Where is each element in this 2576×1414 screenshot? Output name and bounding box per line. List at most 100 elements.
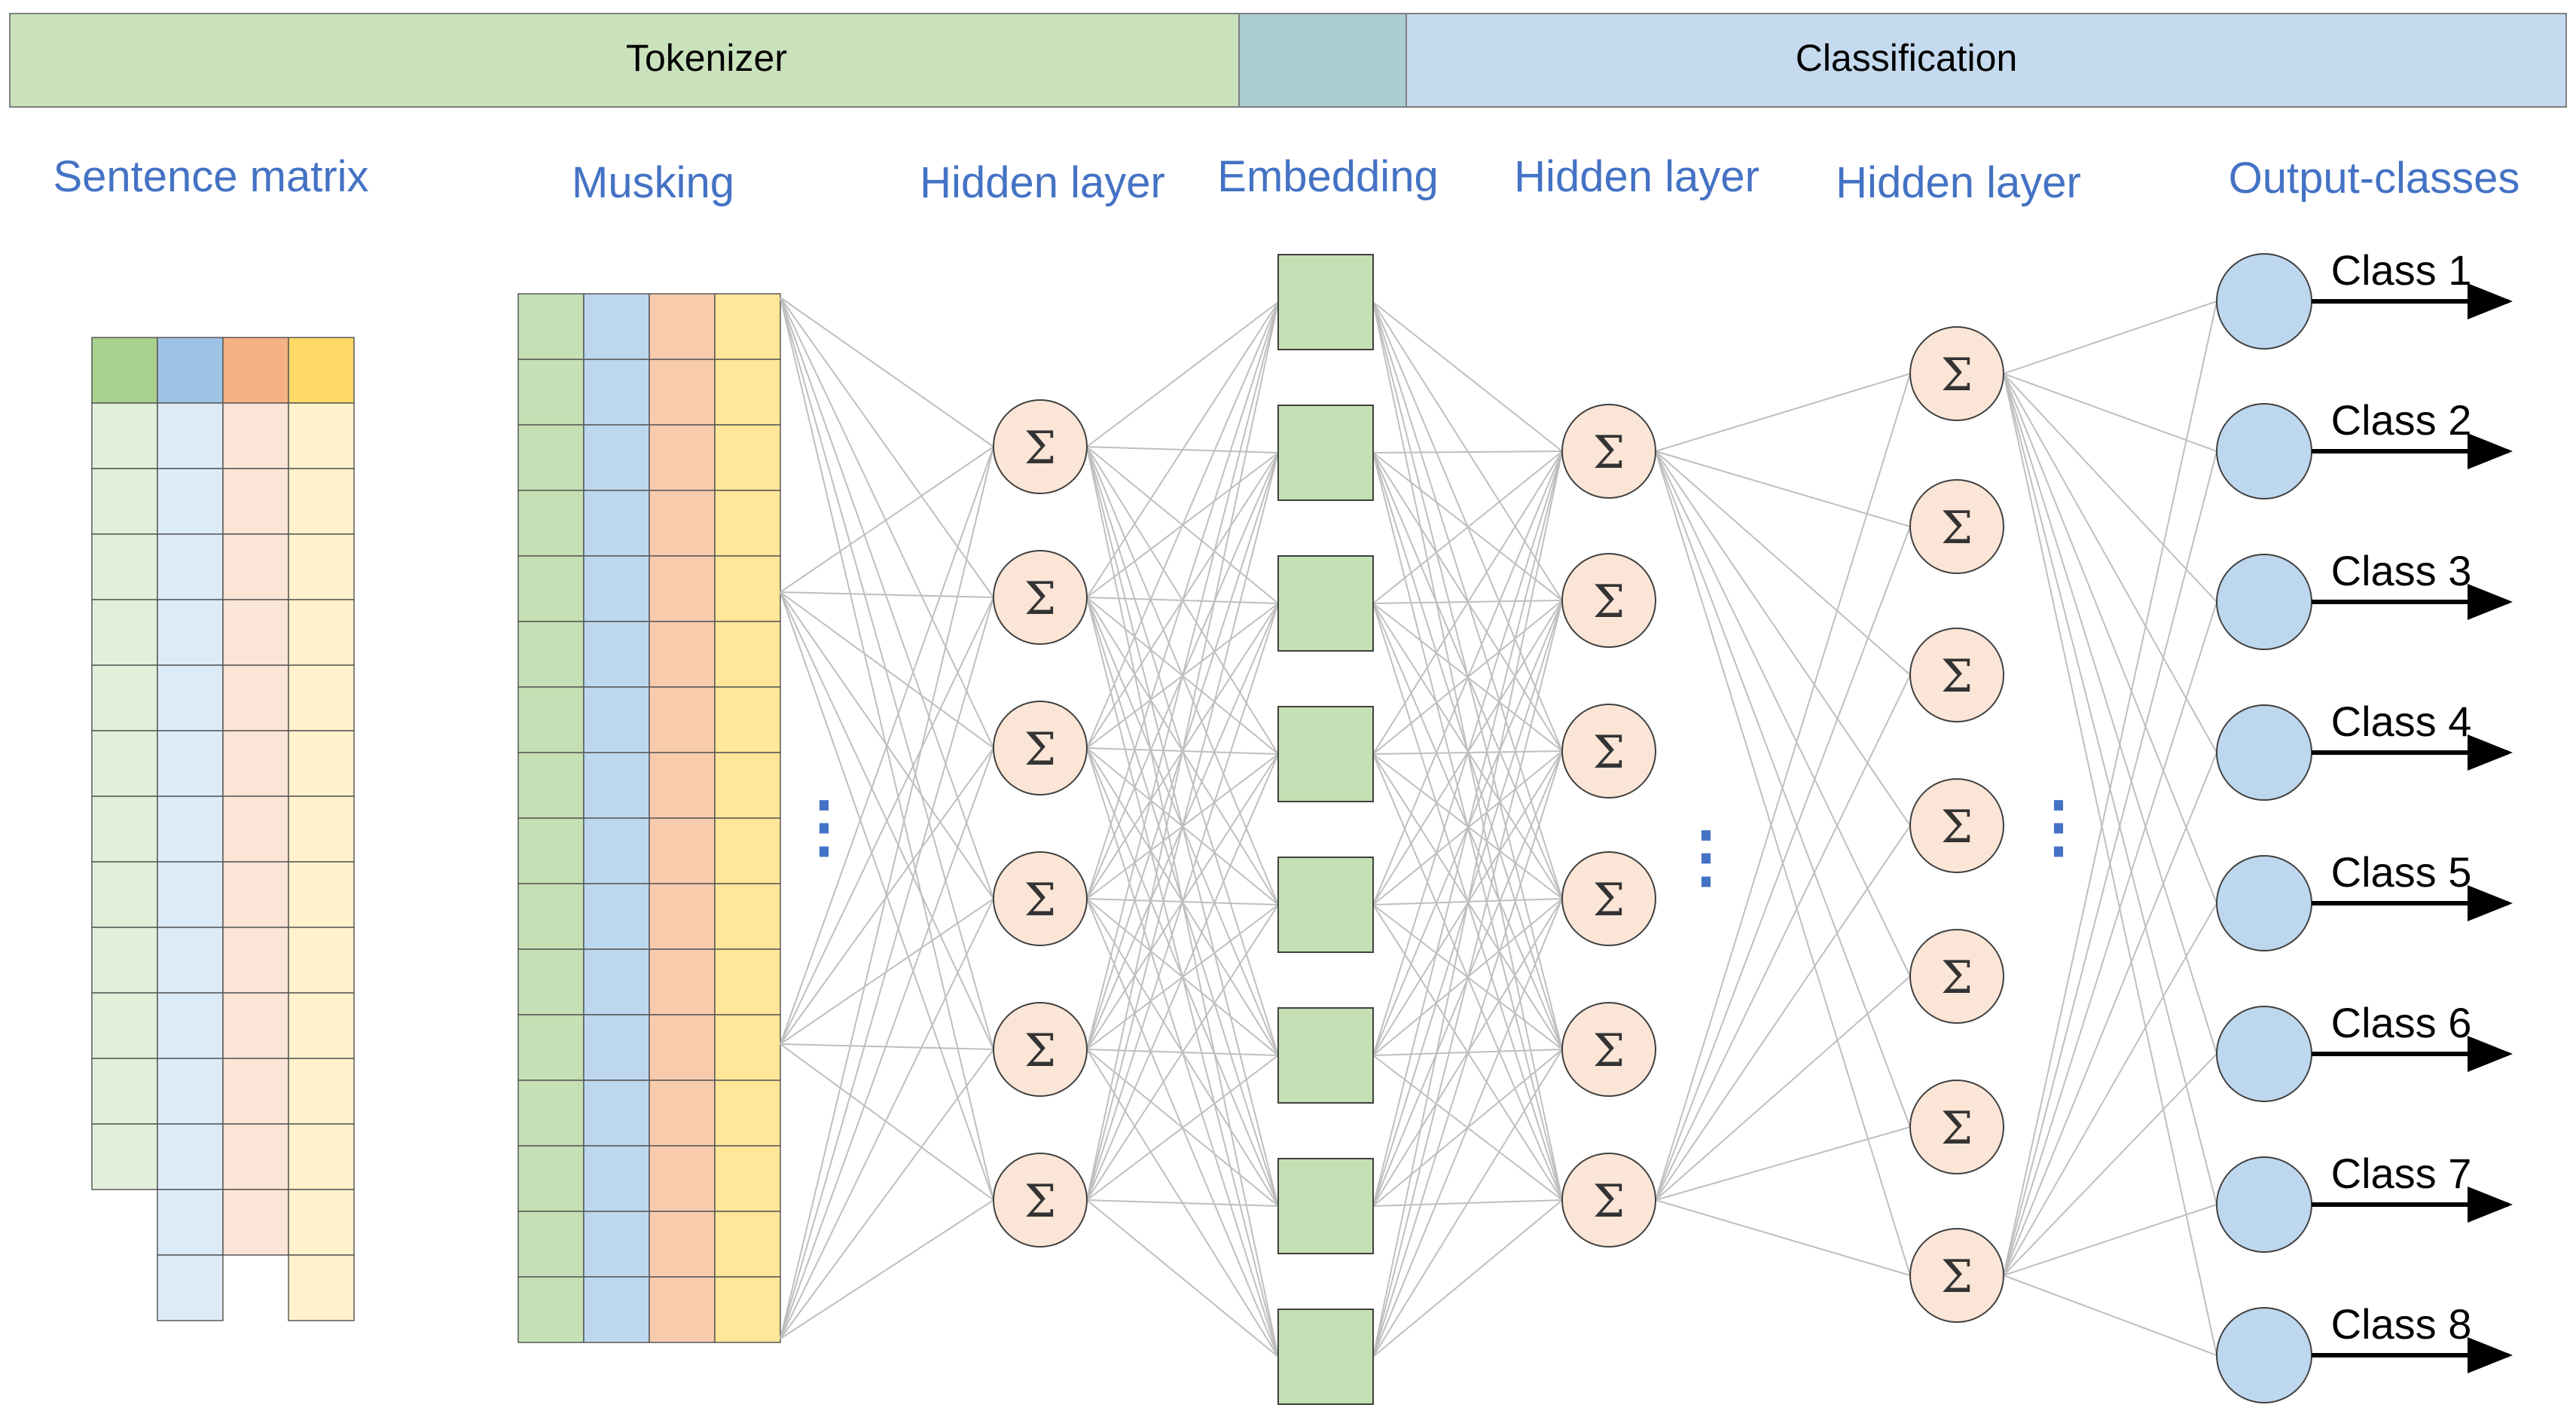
connection-line	[1372, 450, 1563, 1207]
connection-line	[2003, 601, 2217, 1276]
sigma-symbol: Σ	[1024, 1025, 1056, 1077]
masking-cell	[649, 621, 716, 688]
masking-cell	[583, 948, 650, 1015]
masking-cell	[517, 1145, 584, 1212]
output-class-label: Class 2	[2331, 396, 2472, 444]
connection-line	[780, 297, 994, 749]
hidden-layer-2-neuron	[1561, 1002, 1656, 1097]
connection-line	[780, 898, 994, 1339]
connection-line	[780, 1199, 994, 1339]
hidden-layer-3-neuron	[1909, 1228, 2004, 1323]
sigma-symbol: Σ	[1024, 723, 1056, 776]
masking-cell	[714, 1211, 781, 1278]
connection-line	[1086, 1199, 1279, 1358]
masking-cell	[649, 817, 716, 884]
output-class-label: Class 3	[2331, 547, 2472, 594]
output-class-label: Class 1	[2331, 246, 2472, 294]
hidden-layer-3-title: Hidden layer	[1836, 158, 2081, 207]
sentence-matrix-cell	[157, 796, 224, 863]
connection-line	[2003, 373, 2217, 603]
sentence-matrix-cell	[157, 861, 224, 928]
connection-line	[780, 591, 994, 749]
masking-cell	[714, 1014, 781, 1081]
hidden-layer-1-title: Hidden layer	[920, 158, 1165, 207]
connection-line	[2003, 450, 2217, 1276]
sentence-matrix-cell	[91, 796, 158, 863]
sentence-matrix-cell	[222, 796, 289, 863]
hidden-layer-3-neuron	[1909, 628, 2004, 722]
hidden-layer-2-neuron	[1561, 404, 1656, 499]
sentence-matrix-header-cell	[222, 337, 289, 404]
connection-line	[780, 297, 994, 447]
connection-line	[1655, 976, 1911, 1201]
connection-line	[2003, 1204, 2217, 1276]
connection-line	[1655, 825, 1911, 1201]
sentence-matrix-cell	[91, 1058, 158, 1125]
connection-line	[1372, 450, 1563, 1358]
connection-line	[1372, 450, 1563, 1056]
sentence-matrix-cell	[222, 402, 289, 469]
embedding-layer	[1277, 254, 1374, 1405]
masking-cell	[714, 1145, 781, 1212]
connection-line	[1655, 1199, 1911, 1276]
masking-cell	[649, 1014, 716, 1081]
ellipsis-after-hidden-3: ⋮	[2025, 789, 2092, 865]
connection-line	[780, 446, 994, 1339]
masking-cell	[649, 555, 716, 622]
connection-line	[1086, 603, 1279, 1201]
output-node	[2216, 855, 2312, 951]
masking-cell	[649, 752, 716, 819]
sentence-matrix-cell	[288, 796, 355, 863]
masking-cell	[649, 883, 716, 950]
connection-line	[2003, 1053, 2217, 1276]
sentence-matrix-cell	[91, 533, 158, 600]
sentence-matrix-cell	[222, 730, 289, 797]
masking-cell	[583, 555, 650, 622]
output-node	[2216, 704, 2312, 801]
top-bands: Tokenizer Classification	[9, 13, 2567, 108]
connection-line	[2003, 373, 2217, 753]
masking-cell	[649, 1211, 716, 1278]
embedding-node	[1277, 706, 1374, 802]
masking-cell	[517, 817, 584, 884]
sentence-matrix-cell	[91, 861, 158, 928]
embedding-node	[1277, 1309, 1374, 1405]
connection-line	[1086, 904, 1279, 1201]
output-class-label: Class 5	[2331, 848, 2472, 896]
masking-cell	[517, 1211, 584, 1278]
sentence-matrix-cell	[91, 664, 158, 731]
masking-cell	[583, 883, 650, 950]
connection-line	[780, 1049, 994, 1339]
connection-line	[2003, 373, 2217, 904]
sentence-matrix-cell	[157, 927, 224, 994]
masking-cell	[583, 424, 650, 491]
sentence-matrix-cell	[222, 468, 289, 535]
masking-cell	[714, 817, 781, 884]
classification-band	[1406, 13, 2567, 108]
masking-cell	[714, 490, 781, 557]
masking-cell	[649, 686, 716, 753]
sentence-matrix-cell	[222, 664, 289, 731]
masking-cell	[517, 1080, 584, 1147]
connections	[780, 297, 2217, 1358]
column-titles: Sentence matrix Musking Hidden layer Emb…	[53, 152, 2520, 207]
masking-cell	[517, 1014, 584, 1081]
hidden-layer-1-neuron	[993, 399, 1088, 494]
embedding-node	[1277, 254, 1374, 350]
sentence-matrix-cell	[222, 1123, 289, 1190]
hidden-layer-1-neuron	[993, 550, 1088, 645]
sentence-matrix-cell	[157, 402, 224, 469]
embedding-node	[1277, 857, 1374, 953]
sentence-matrix	[91, 337, 355, 1321]
connection-line	[1655, 450, 1911, 977]
output-node	[2216, 1307, 2312, 1403]
sentence-matrix-cell	[222, 1189, 289, 1256]
sigma-symbol: Σ	[1024, 573, 1056, 625]
masking-cell	[583, 817, 650, 884]
sentence-matrix-cell	[288, 927, 355, 994]
connection-line	[1372, 600, 1563, 1358]
connection-line	[1655, 450, 1911, 676]
sigma-symbol: Σ	[1024, 1175, 1056, 1228]
connection-line	[780, 898, 994, 1045]
